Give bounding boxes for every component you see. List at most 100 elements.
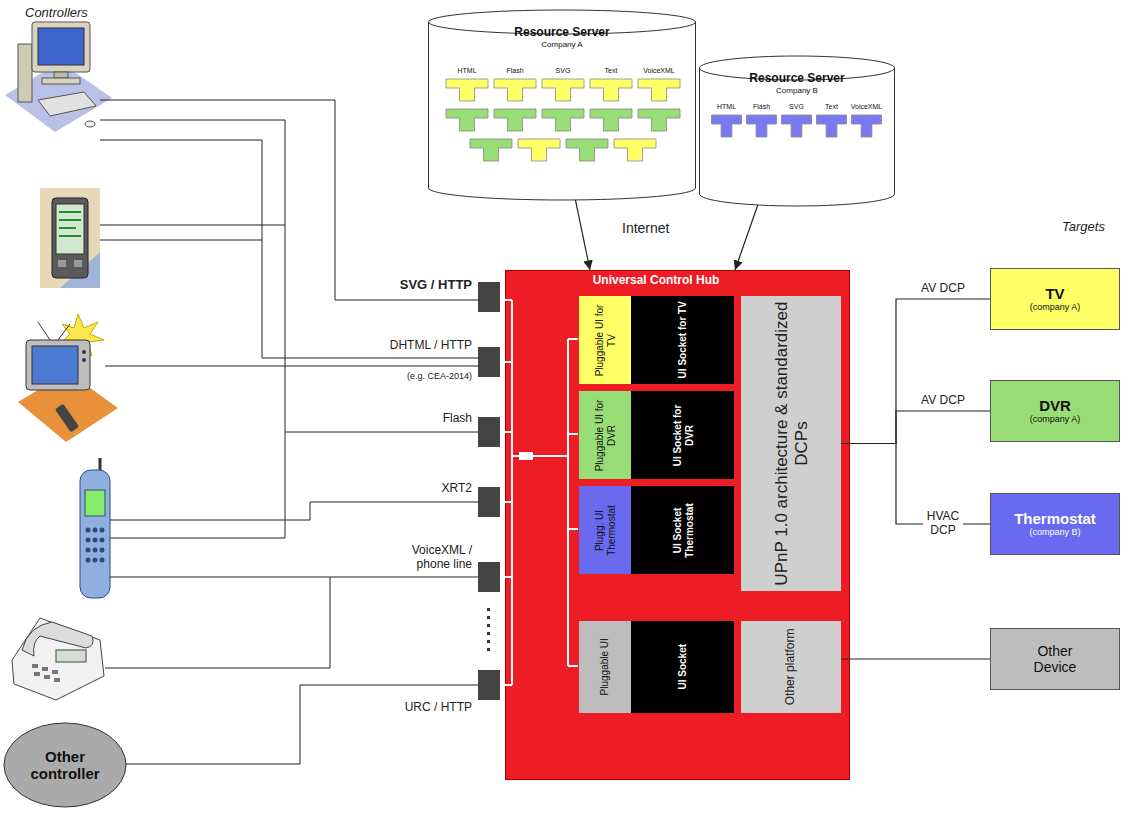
- ui-resource-shape: [712, 115, 742, 137]
- label-holder: AV DCP: [900, 282, 986, 296]
- pda-icon: [59, 227, 76, 229]
- format-label: Flash: [744, 103, 779, 111]
- mobile-phone-icon: [93, 528, 98, 533]
- ellipsis-dots: [487, 608, 490, 611]
- tv-icon: [26, 340, 90, 390]
- controller-wire: [110, 538, 285, 539]
- connector: [841, 444, 990, 525]
- connector: [841, 411, 990, 444]
- mobile-phone-icon: [100, 558, 105, 563]
- ui-resource-shape: [542, 109, 584, 131]
- label-holder: Flash: [350, 412, 472, 426]
- platform-box: Other platform: [741, 621, 841, 713]
- mobile-phone-icon: [93, 558, 98, 563]
- landline-phone-icon: [52, 670, 58, 674]
- internal-bus-line: [500, 576, 512, 578]
- mobile-phone-icon: [86, 548, 91, 553]
- pda-icon: [40, 188, 100, 288]
- component-label: Plugg. UI Thermostat: [594, 490, 617, 570]
- ui-resource-shape: [638, 79, 680, 101]
- mobile-phone-icon: [86, 538, 91, 543]
- format-label: Text: [587, 67, 635, 75]
- ui-resource-shape: [590, 79, 632, 101]
- format-label: HTML: [443, 67, 491, 75]
- cylinder-shape: [429, 10, 696, 200]
- controller-wire: [100, 140, 478, 358]
- server-heading: Resource ServerCompany A: [428, 10, 696, 49]
- device-name: DVR: [1039, 397, 1071, 414]
- mobile-phone-icon: [86, 558, 91, 563]
- ui-resource-shape: [590, 109, 632, 131]
- pda-icon: [40, 188, 100, 288]
- controller-wire: [125, 685, 478, 764]
- ui-resource-shape: [852, 115, 882, 137]
- landline-phone-icon: [12, 618, 104, 700]
- hub-port: [478, 562, 500, 592]
- device-name: TV: [1045, 285, 1064, 302]
- landline-phone-icon: [44, 675, 50, 679]
- label-holder: URC / HTTP: [350, 701, 472, 715]
- ellipsis-dots: [487, 616, 490, 619]
- section-heading: Controllers: [25, 6, 135, 21]
- internal-bus-line: [512, 455, 519, 457]
- format-label: VoiceXML: [635, 67, 683, 75]
- control-hub: Universal Control HubPluggable UI for TV…: [505, 270, 850, 780]
- computer-icon: [5, 22, 112, 132]
- internal-bus-line: [500, 431, 512, 433]
- tv-icon: [18, 314, 118, 442]
- target-device: TV(company A): [990, 268, 1120, 330]
- connector: [841, 658, 990, 659]
- format-label: HTML: [709, 103, 744, 111]
- landline-phone-icon: [34, 672, 40, 676]
- mobile-phone-icon: [100, 548, 105, 553]
- component-label: UI Socket Thermostat: [671, 490, 694, 570]
- connector: [735, 205, 758, 270]
- ui-resource-shape: [747, 115, 777, 137]
- company-name: (company B): [1029, 527, 1080, 537]
- controller-wire: [100, 100, 478, 764]
- protocol-label: SVG / HTTP: [350, 278, 472, 293]
- ellipsis-dots: [487, 624, 490, 627]
- ellipsis-dots: [487, 640, 490, 643]
- ui-resource-shape: [494, 79, 536, 101]
- label-holder: XRT2: [350, 482, 472, 496]
- mobile-phone-icon: [93, 538, 98, 543]
- controller-wire: [110, 577, 478, 578]
- protocol-label: XRT2: [350, 482, 472, 496]
- mobile-phone-icon: [100, 538, 105, 543]
- platform-box: UPnP 1.0 architecture & standardized DCP…: [741, 296, 841, 591]
- label-holder: VoiceXML / phone line: [380, 544, 472, 572]
- protocol-note: (e.g. CEA-2014): [350, 371, 472, 381]
- ui-resource-shape: [566, 139, 608, 161]
- target-device: Other Device: [990, 628, 1120, 690]
- pluggable-ui: Pluggable UI: [579, 621, 631, 713]
- ellipsis-dots: [487, 632, 490, 635]
- tv-icon: [38, 322, 50, 340]
- tv-icon: [55, 404, 79, 433]
- computer-icon: [54, 72, 68, 78]
- internal-bus-line: [568, 338, 578, 340]
- label-holder: DHTML / HTTP: [350, 339, 472, 353]
- section-heading: Targets: [1062, 220, 1122, 235]
- computer-icon: [38, 28, 84, 65]
- ui-resource-shape: [817, 115, 847, 137]
- format-label: VoiceXML: [849, 103, 884, 111]
- component-label: Pluggable UI: [599, 625, 611, 709]
- mobile-phone-icon: [86, 528, 91, 533]
- controller-wire: [100, 225, 285, 226]
- component-label: UI Socket: [677, 625, 689, 709]
- target-device: DVR(company A): [990, 380, 1120, 442]
- label-holder: AV DCP: [900, 394, 986, 408]
- component-label: Pluggable UI for DVR: [594, 395, 617, 475]
- internal-bus-line: [500, 361, 512, 363]
- label-holder: HVAC DCP: [923, 510, 963, 538]
- hub-port: [478, 417, 500, 447]
- pda-icon: [52, 198, 88, 278]
- controller-name: Other controller: [19, 748, 111, 783]
- mobile-phone-icon: [93, 548, 98, 553]
- format-label: SVG: [539, 67, 587, 75]
- mobile-phone-icon: [85, 490, 105, 516]
- pda-icon: [74, 260, 82, 267]
- component-label: Other platform: [784, 625, 798, 709]
